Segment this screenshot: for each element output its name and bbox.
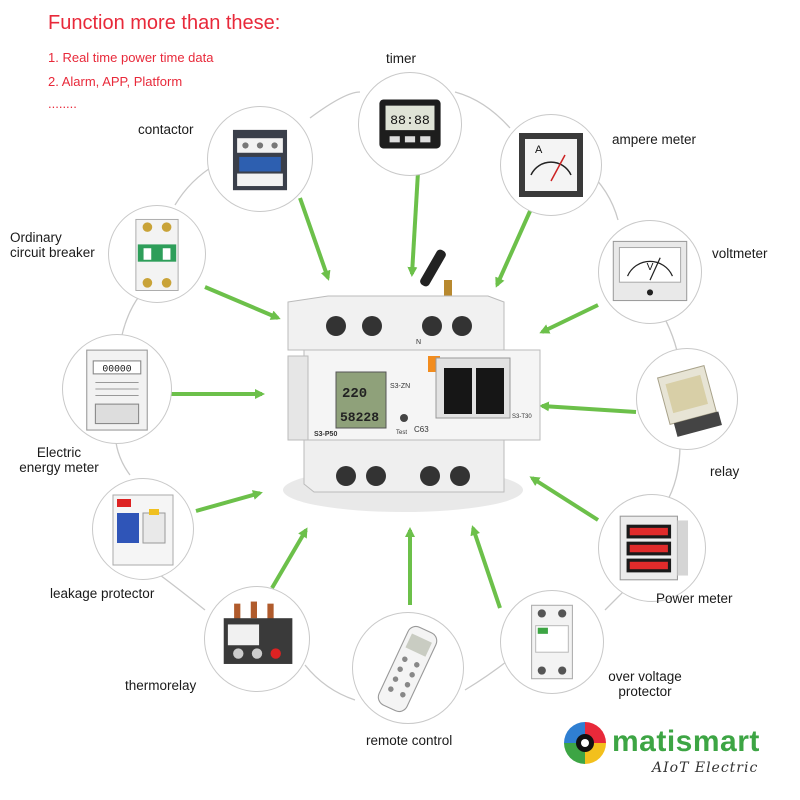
circuit-breaker-label-line2: circuit breaker xyxy=(10,245,95,260)
over-voltage-protector-node xyxy=(500,590,604,694)
arrow-contactor xyxy=(298,197,331,281)
ampere-meter-node: A xyxy=(500,114,602,216)
model-mid-label: S3-ZN xyxy=(390,383,410,390)
arrow-relay xyxy=(539,401,637,414)
arrow-thermorelay xyxy=(270,527,308,590)
relay-icon xyxy=(656,364,722,437)
arrow-overvoltage xyxy=(470,525,502,609)
rating-label: C63 xyxy=(414,425,429,434)
leakage-protector-node xyxy=(92,478,194,580)
arrows xyxy=(170,171,637,609)
smart-breaker-device: N 220 58228 S3-ZN C63 Test S3-P50 S3-T30 xyxy=(283,249,541,512)
model-left-label: S3-P50 xyxy=(314,431,337,438)
over-voltage-protector-icon xyxy=(531,604,573,680)
ampere-meter-icon: A xyxy=(519,133,583,197)
remote-control-node xyxy=(352,612,464,724)
svg-text:88:88: 88:88 xyxy=(390,113,430,128)
arrow-ampere xyxy=(495,199,537,288)
over-voltage-label-line1: over voltage xyxy=(608,669,682,684)
relay-label: relay xyxy=(710,464,740,479)
relay-node xyxy=(636,348,738,450)
energy-meter-label-line1: Electric xyxy=(36,445,82,460)
contactor-label: contactor xyxy=(138,122,194,137)
arrow-power-meter xyxy=(529,476,600,522)
circuit-breaker-node xyxy=(108,205,206,303)
power-meter-label: Power meter xyxy=(656,591,733,606)
timer-label: timer xyxy=(386,51,416,66)
page-title: Function more than these: xyxy=(48,12,281,34)
contactor-icon xyxy=(232,129,288,191)
lcd-energy: 58228 xyxy=(340,410,379,425)
power-meter-icon xyxy=(619,515,689,581)
arrow-leakage xyxy=(195,490,263,513)
arrow-voltmeter xyxy=(539,303,599,334)
lcd-voltage: 220 xyxy=(342,386,367,402)
antenna-icon xyxy=(420,249,446,287)
thermorelay-node xyxy=(204,586,310,692)
circuit-breaker-label-line1: Ordinary xyxy=(10,230,62,245)
energy-meter-label-line2: energy meter xyxy=(19,460,99,475)
over-voltage-label-line2: protector xyxy=(618,684,672,699)
brand-tagline: AIoT Electric xyxy=(652,760,759,776)
svg-text:00000: 00000 xyxy=(102,364,131,375)
thermorelay-label: thermorelay xyxy=(125,678,197,693)
svg-text:A: A xyxy=(535,144,543,156)
feature-item-more: ........ xyxy=(48,96,77,111)
test-button xyxy=(400,414,408,422)
test-label: Test xyxy=(396,430,407,436)
remote-control-icon xyxy=(377,625,438,713)
energy-meter-node: 00000 xyxy=(62,334,172,444)
voltmeter-label: voltmeter xyxy=(712,246,768,261)
model-right-label: S3-T30 xyxy=(512,414,532,420)
energy-meter-icon: 00000 xyxy=(86,349,148,431)
svg-text:V: V xyxy=(647,262,654,273)
timer-icon: 88:88 xyxy=(379,99,441,149)
thermorelay-icon xyxy=(223,601,293,664)
brand-logo-icon xyxy=(564,722,606,764)
brand-name: matismart xyxy=(612,725,760,758)
timer-node: 88:88 xyxy=(358,72,462,176)
leakage-protector-icon xyxy=(112,494,174,566)
svg-text:N: N xyxy=(416,339,421,346)
arrow-breaker xyxy=(204,285,281,320)
contactor-node xyxy=(207,106,313,212)
feature-item-power-data: 1. Real time power time data xyxy=(48,50,214,65)
leakage-protector-label: leakage protector xyxy=(50,586,155,601)
remote-control-label: remote control xyxy=(366,733,453,748)
feature-item-alarm: 2. Alarm, APP, Platform xyxy=(48,74,183,89)
ampere-meter-label: ampere meter xyxy=(612,132,697,147)
voltmeter-icon: V xyxy=(612,240,688,302)
arrow-timer xyxy=(407,171,420,277)
circuit-breaker-icon xyxy=(135,218,179,291)
voltmeter-node: V xyxy=(598,220,702,324)
power-meter-node xyxy=(598,494,706,602)
